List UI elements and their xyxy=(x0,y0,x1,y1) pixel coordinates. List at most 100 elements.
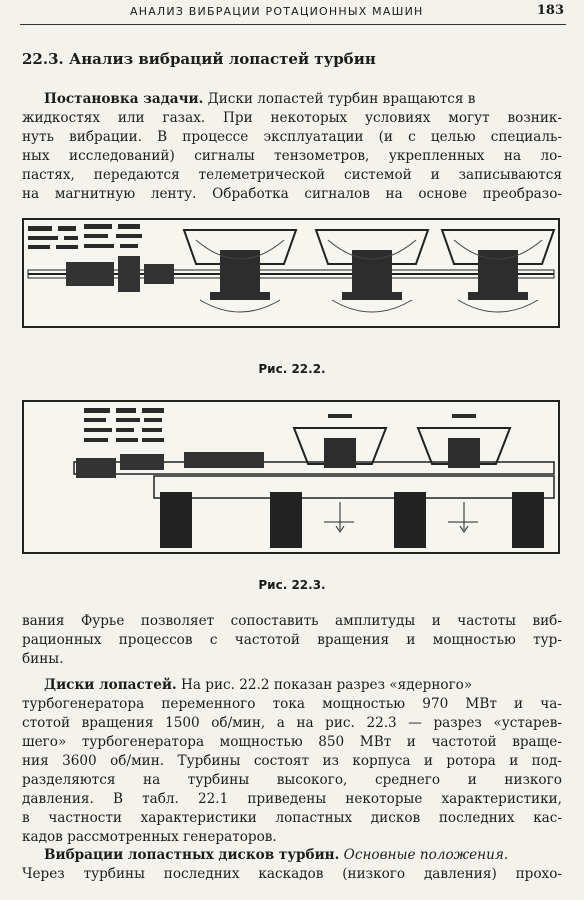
word: записываются xyxy=(458,167,562,183)
word: частоты xyxy=(457,613,516,629)
word: ло- xyxy=(540,148,562,164)
word: мощностью xyxy=(432,632,516,648)
running-header: АНАЛИЗ ВИБРАЦИИ РОТАЦИОННЫХ МАШИН 183 xyxy=(20,0,566,25)
word: переменного xyxy=(161,696,256,712)
figure-turbogenerator-970mw xyxy=(22,218,560,328)
word: тензометров, xyxy=(274,148,370,164)
word: среднего xyxy=(374,772,441,788)
problem-lead-title: Постановка задачи. xyxy=(44,91,204,107)
paragraph-blade-disks: Диски лопастей. На рис. 22.2 показан раз… xyxy=(22,676,562,847)
word: турбины xyxy=(83,866,145,882)
word: тур- xyxy=(533,632,562,648)
word: враще- xyxy=(512,734,562,750)
word: МВт xyxy=(465,696,497,712)
word: целью xyxy=(430,129,476,145)
word: рационных xyxy=(22,632,102,648)
word: стотой xyxy=(22,715,71,731)
word: мощностью xyxy=(322,696,406,712)
word: табл. xyxy=(142,791,179,807)
paragraph-line: бины. xyxy=(22,651,64,667)
word: жидкостях xyxy=(22,110,100,126)
word: приведены xyxy=(247,791,327,807)
problem-line-1: Диски лопастей турбин вращаются в xyxy=(203,91,476,107)
word: шего» xyxy=(22,734,67,750)
word: на xyxy=(385,186,403,202)
word: на xyxy=(143,772,161,788)
word: низкого xyxy=(504,772,562,788)
word: вания xyxy=(22,613,65,629)
word: последних xyxy=(163,866,240,882)
word: исследований) xyxy=(69,148,175,164)
word: с xyxy=(408,129,416,145)
word: вращения xyxy=(81,715,154,731)
turbine-cross-section-drawing-2 xyxy=(73,408,555,548)
word: на xyxy=(22,186,40,202)
word: газах. xyxy=(162,110,206,126)
word: В xyxy=(112,791,123,807)
word: Обработка xyxy=(212,186,289,202)
word: процессе xyxy=(182,129,249,145)
running-title: АНАЛИЗ ВИБРАЦИИ РОТАЦИОННЫХ МАШИН xyxy=(130,5,424,18)
word: «устарев- xyxy=(493,715,562,731)
word: прохо- xyxy=(515,866,562,882)
word: или xyxy=(117,110,145,126)
word: турбины xyxy=(187,772,250,788)
word: магнитную xyxy=(54,186,136,202)
paragraph-line: Вибрации лопастных дисков турбин. Основн… xyxy=(22,846,562,865)
word: нуть xyxy=(22,129,54,145)
word: характеристики, xyxy=(441,791,562,807)
word: передаются xyxy=(93,167,180,183)
word: частности xyxy=(48,810,122,826)
word: 1500 xyxy=(165,715,200,731)
word: телеметрической xyxy=(198,167,326,183)
paragraph-line: Постановка задачи. Диски лопастей турбин… xyxy=(22,90,562,109)
word: последних xyxy=(438,810,515,826)
word: 22.3 xyxy=(366,715,397,731)
word: ных xyxy=(22,148,50,164)
word: об/мин, xyxy=(211,715,266,731)
word: системой xyxy=(344,167,412,183)
word: турбогенератора xyxy=(81,734,205,750)
word: и xyxy=(431,613,441,629)
word: специаль- xyxy=(490,129,562,145)
word: и xyxy=(514,696,524,712)
word: виб- xyxy=(532,613,562,629)
word: частотой xyxy=(234,632,300,648)
word: характеристики xyxy=(140,810,257,826)
word: МВт xyxy=(359,734,392,750)
word: тока xyxy=(272,696,305,712)
word: некоторых xyxy=(270,110,348,126)
vibrations-lead-title: Вибрации лопастных дисков турбин. xyxy=(44,847,340,863)
word: из xyxy=(322,753,339,769)
word: с xyxy=(209,632,218,648)
word: ния xyxy=(22,753,49,769)
word: преобразо- xyxy=(482,186,562,202)
word: дисков xyxy=(370,810,421,826)
word: возник- xyxy=(507,110,562,126)
word: 850 xyxy=(318,734,345,750)
word: в xyxy=(22,810,30,826)
word: укрепленных xyxy=(388,148,485,164)
word: и xyxy=(406,632,416,648)
word: корпуса xyxy=(352,753,411,769)
blade-disks-lead: Диски лопастей. На рис. 22.2 показан раз… xyxy=(44,676,472,695)
word: мощностью xyxy=(219,734,303,750)
vibrations-lead-italic: Основные положения. xyxy=(339,847,509,863)
word: и xyxy=(430,167,440,183)
word: и xyxy=(423,753,433,769)
word: и xyxy=(509,753,519,769)
word: процессов xyxy=(118,632,193,648)
word: сопоставить xyxy=(230,613,319,629)
word: вибрации. xyxy=(69,129,143,145)
word: эксплуатации xyxy=(263,129,364,145)
